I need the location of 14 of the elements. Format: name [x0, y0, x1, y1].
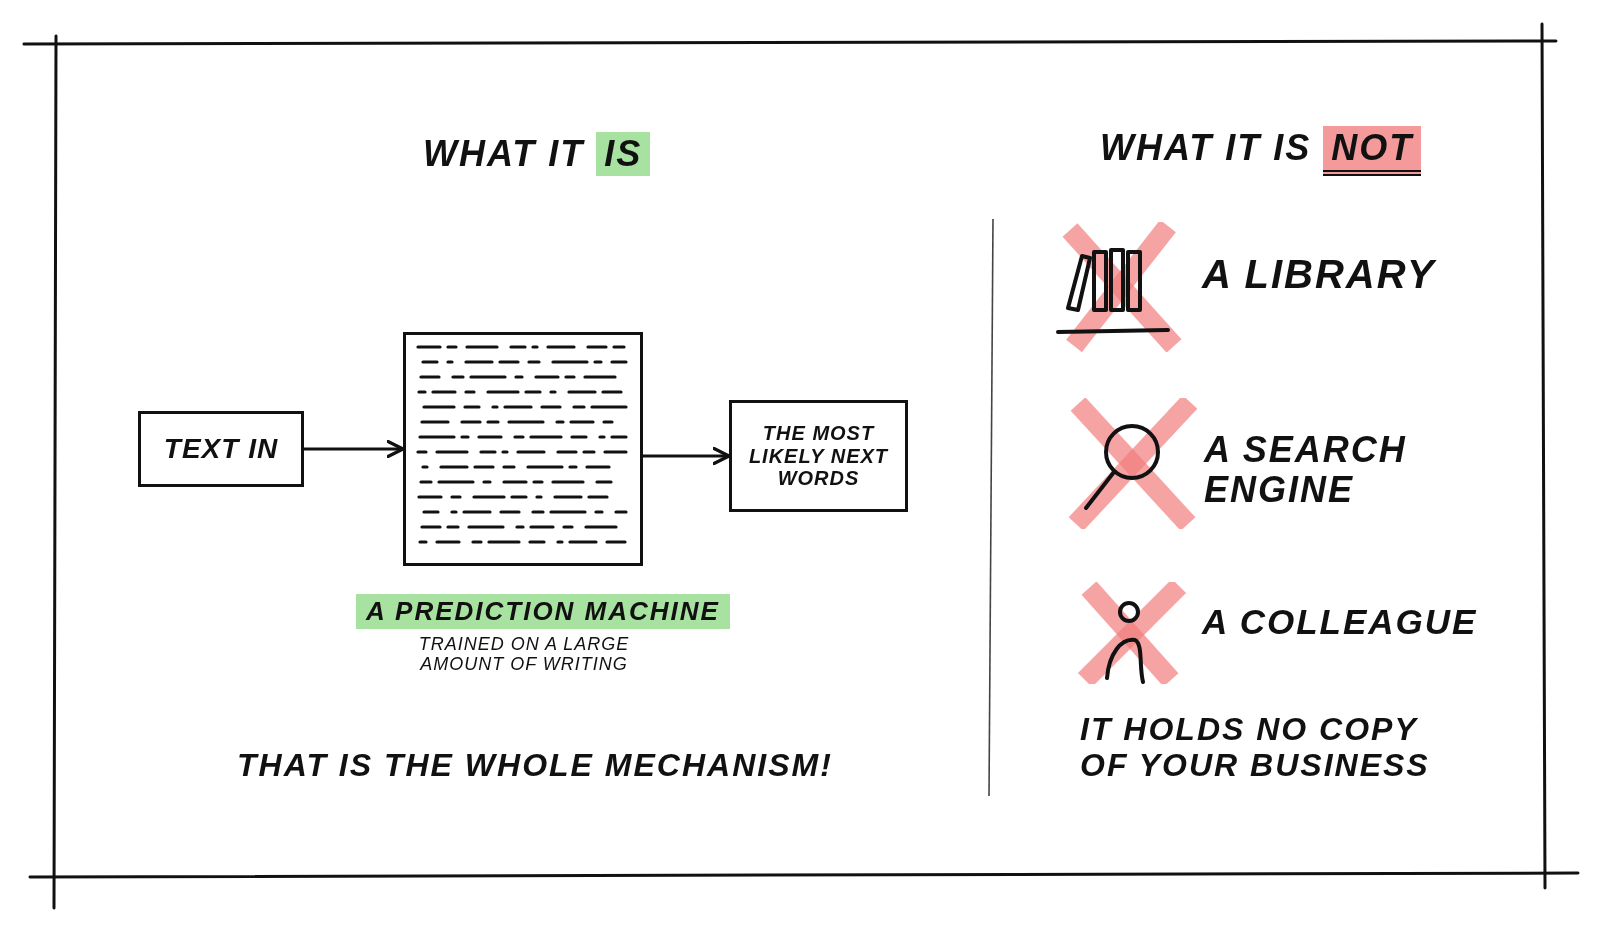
arrow: [302, 439, 405, 459]
list-item-text: A SEARCH ENGINE: [1204, 430, 1408, 511]
document-box: [403, 332, 643, 566]
arrow: [641, 446, 731, 466]
highlighted-caption: A PREDICTION MACHINE: [356, 594, 730, 630]
note-text: IT HOLDS NO COPY OF YOUR BUSINESS: [1080, 712, 1431, 784]
caption-note: TRAINED ON A LARGE AMOUNT OF WRITING: [417, 634, 631, 675]
process-box: TEXT IN: [138, 411, 304, 487]
list-item-text: A LIBRARY: [1202, 252, 1436, 297]
section-heading: WHAT IT IS: [423, 132, 651, 177]
process-box: THE MOST LIKELY NEXT WORDS: [729, 400, 908, 512]
summary-note: THAT IS THE WHOLE MECHANISM!: [237, 748, 833, 784]
section-heading: WHAT IT IS NOT: [1100, 126, 1422, 177]
list-item-text: A COLLEAGUE: [1202, 602, 1478, 642]
